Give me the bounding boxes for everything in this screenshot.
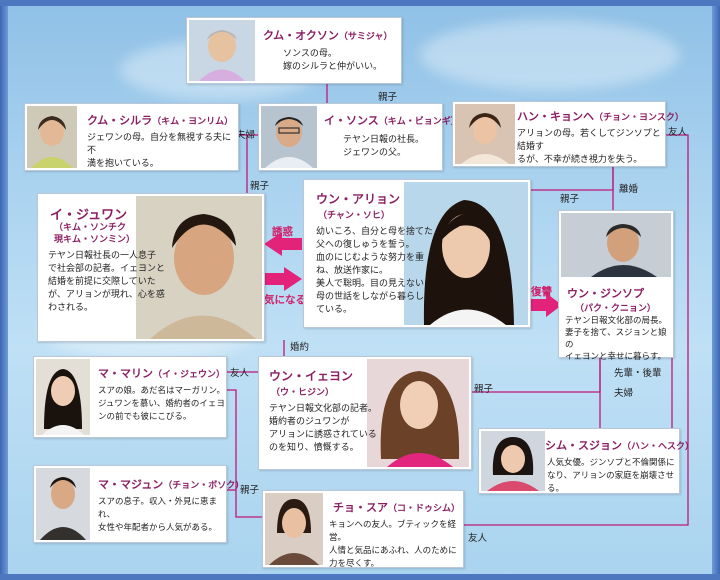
frame-top bbox=[0, 0, 720, 6]
portrait-shim-sujon bbox=[481, 431, 545, 491]
portrait-ma-marin bbox=[36, 359, 90, 435]
desc-cho-sua: キョンヘの友人。ブティックを経営。 人情と気品にあふれ、人のために 力を尽くす。 bbox=[329, 520, 457, 569]
rel-kyonhe-aryon: 親子 bbox=[560, 194, 580, 205]
desc-han-kyonhe: アリョンの母。若くしてジンソプと結婚す るが、不幸が続き視力を失う。 bbox=[517, 129, 661, 165]
portrait-kum-shilla bbox=[27, 106, 77, 168]
arrow-label-kininaru: 気になる bbox=[264, 294, 306, 306]
rel-jinsop-sujon: 夫婦 bbox=[614, 388, 634, 399]
card-kum-okusun[interactable]: クム・オクソン（サミジャ） ソンスの母。 嫁のシルラと仲がいい。 bbox=[186, 17, 402, 84]
name-ma-marin: マ・マリン（イ・ジェウン） bbox=[98, 367, 226, 380]
portrait-han-kyonhe bbox=[455, 104, 515, 164]
name-shim-sujon: シム・スジョン（ハン・ヘスク） bbox=[545, 439, 695, 452]
rel-kyonhe-sua-top: 友人 bbox=[668, 127, 688, 138]
card-han-kyonhe[interactable]: ハン・キョンヘ（チョン・ヨンスク） アリョンの母。若くしてジンソプと結婚す るが… bbox=[452, 101, 684, 167]
arrow-label-fukushuu: 復讐 bbox=[531, 286, 552, 298]
name-ma-majun: マ・マジュン（チョン・ボソク） bbox=[98, 478, 245, 491]
cloud bbox=[420, 20, 680, 90]
frame-left bbox=[0, 0, 8, 580]
card-i-juwan[interactable]: イ・ジュワン （キム・ソンチク 現キム・ソンミン） テヤン日報社長の一人息子 で… bbox=[37, 193, 265, 342]
portrait-ma-majun bbox=[36, 468, 90, 540]
desc-ma-marin: スアの娘。あだ名はマーガリン。 ジュワンを慕い、婚約者のイェヨ ンの前でも彼にこ… bbox=[98, 386, 225, 422]
name-i-juwan: イ・ジュワン bbox=[50, 208, 128, 223]
name-kum-okusun: クム・オクソン（サミジャ） bbox=[263, 29, 393, 42]
arrow-kininaru bbox=[264, 267, 302, 291]
rel-kyonhe-sua: 友人 bbox=[468, 533, 488, 544]
desc-ma-majun: スアの息子。収入・外見に恵まれ、 女性や年配者から人気がある。 bbox=[98, 497, 218, 533]
actor-i-juwan: （キム・ソンチク 現キム・ソンミン） bbox=[54, 223, 136, 245]
card-cho-sua[interactable]: チョ・スア（コ・ドゥシム） キョンヘの友人。ブティックを経営。 人情と気品にあふ… bbox=[262, 490, 464, 569]
name-un-iyeyon: ウン・イェヨン bbox=[269, 369, 354, 383]
desc-i-juwan: テヤン日報社長の一人息子 で社会部の記者。イェヨンと 結婚を前提に交際していた … bbox=[48, 251, 166, 313]
name-han-kyonhe: ハン・キョンヘ（チョン・ヨンスク） bbox=[517, 110, 684, 123]
name-un-jinsop: ウン・ジンソプ bbox=[567, 287, 644, 300]
card-un-iyeyon[interactable]: ウン・イェヨン （ウ・ヒジン） テヤン日報文化部の記者。 婚約者のジュワンが ア… bbox=[258, 356, 472, 470]
card-ma-majun[interactable]: マ・マジュン（チョン・ボソク） スアの息子。収入・外見に恵まれ、 女性や年配者か… bbox=[33, 465, 244, 543]
portrait-i-sonsu bbox=[261, 106, 317, 168]
name-i-sonsu: イ・ソンス（キム・ビョンギ） bbox=[324, 114, 460, 127]
line-jinsop-senpai bbox=[671, 356, 678, 431]
actor-un-aryon: （チャン・ソヒ） bbox=[318, 211, 390, 221]
portrait-i-juwan bbox=[136, 196, 262, 339]
rel-kyonhe-jinsop: 離婚 bbox=[619, 184, 639, 195]
actor-un-iyeyon: （ウ・ヒジン） bbox=[271, 388, 335, 398]
card-i-sonsu[interactable]: イ・ソンス（キム・ビョンギ） テヤン日報の社長。 ジェワンの父。 bbox=[258, 103, 460, 171]
rel-marin-iyeyon: 友人 bbox=[230, 368, 250, 379]
card-ma-marin[interactable]: マ・マリン（イ・ジェウン） スアの娘。あだ名はマーガリン。 ジュワンを慕い、婚約… bbox=[33, 356, 227, 438]
rel-jinsop-iyeyon: 親子 bbox=[474, 384, 494, 395]
desc-un-iyeyon: テヤン日報文化部の記者。 婚約者のジュワンが アリョンに誘惑されている のを知り… bbox=[269, 404, 378, 453]
actor-un-jinsop: （パク・クニョン） bbox=[575, 304, 656, 314]
line-kyonhe-sua bbox=[462, 134, 689, 526]
line-kyonhe-aryon bbox=[528, 165, 614, 191]
card-un-jinsop[interactable]: ウン・ジンソプ （パク・クニョン） テヤン日報文化部の局長。 妻子を捨て、スジョ… bbox=[558, 210, 674, 362]
portrait-kum-okusun bbox=[189, 20, 255, 81]
name-un-aryon: ウン・アリョン bbox=[316, 192, 401, 206]
arrow-label-yuuwaku: 誘惑 bbox=[272, 226, 293, 238]
desc-kum-shilla: ジェワンの母。自分を無視する夫に不 満を抱いている。 bbox=[87, 133, 232, 169]
card-shim-sujon[interactable]: シム・スジョン（ハン・ヘスク） 人気女優。ジンソプと不倫関係に なり、アリョンの… bbox=[478, 428, 694, 494]
desc-i-sonsu: テヤン日報の社長。 ジェワンの父。 bbox=[343, 135, 425, 158]
desc-un-aryon: 幼いころ、自分と母を捨てた 父への復しゅうを誓う。 血のにじむような努力を重 ね… bbox=[316, 227, 434, 315]
arrow-yuuwaku bbox=[264, 232, 302, 256]
rel-okusun-sonsu: 親子 bbox=[378, 92, 398, 103]
desc-kum-okusun: ソンスの母。 嫁のシルラと仲がいい。 bbox=[283, 49, 383, 72]
card-un-aryon[interactable]: ウン・アリョン （チャン・ソヒ） 幼いころ、自分と母を捨てた 父への復しゅうを誓… bbox=[303, 179, 531, 328]
card-kum-shilla[interactable]: クム・シルラ（キム・ヨンリム） ジェワンの母。自分を無視する夫に不 満を抱いてい… bbox=[24, 103, 239, 171]
frame-right bbox=[712, 0, 720, 580]
line-sua-children bbox=[225, 389, 262, 518]
name-kum-shilla: クム・シルラ（キム・ヨンリム） bbox=[87, 114, 234, 127]
desc-shim-sujon: 人気女優。ジンソプと不倫関係に なり、アリョンの家庭を崩壊させる。 bbox=[547, 458, 675, 494]
portrait-un-aryon bbox=[404, 182, 528, 325]
name-cho-sua: チョ・スア（コ・ドゥシム） bbox=[333, 501, 461, 514]
portrait-un-jinsop bbox=[561, 213, 671, 277]
portrait-un-iyeyon bbox=[367, 359, 469, 467]
rel-parents-juwan: 親子 bbox=[250, 181, 270, 192]
rel-sua-children: 親子 bbox=[240, 485, 260, 496]
arrow-fukushuu bbox=[530, 293, 562, 317]
rel-jinsop-senpai: 先輩・後輩 bbox=[614, 368, 662, 379]
rel-shilla-sonsu: 夫婦 bbox=[236, 130, 256, 141]
portrait-cho-sua bbox=[265, 493, 323, 565]
frame-bottom bbox=[0, 574, 720, 580]
desc-un-jinsop: テヤン日報文化部の局長。 妻子を捨て、スジョンと娘の イェヨンと幸せに暮らす。 bbox=[565, 316, 668, 362]
rel-juwan-iyeyon: 婚約 bbox=[290, 342, 310, 353]
